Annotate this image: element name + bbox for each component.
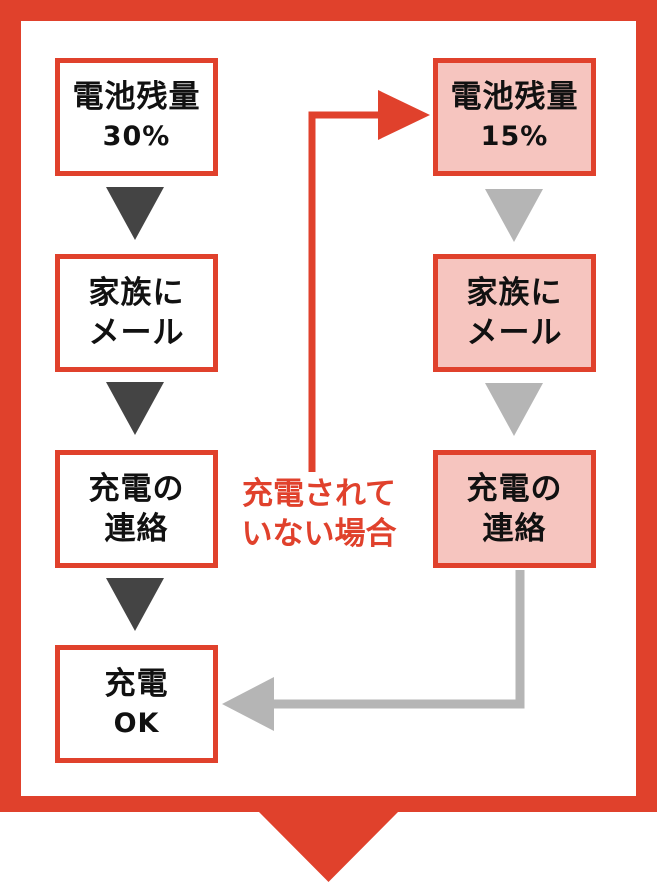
left-step-battery-label: 電池残量 xyxy=(72,79,201,115)
left-step-contact-line2: 連絡 xyxy=(104,511,169,547)
left-step-mail-line1: 家族に xyxy=(88,275,185,311)
down-arrow-dark-1 xyxy=(106,187,164,240)
left-step-contact-line1: 充電の xyxy=(88,471,185,507)
branch-label-line1: 充電されて xyxy=(241,476,397,512)
left-step-battery-value: 30% xyxy=(102,121,171,152)
branch-label-line2: いない場合 xyxy=(241,516,397,552)
right-step-mail-line1: 家族に xyxy=(466,275,563,311)
right-step-battery: 電池残量 15% xyxy=(433,58,596,176)
branch-connector-line xyxy=(308,111,382,472)
left-step-mail: 家族に メール xyxy=(55,254,218,372)
left-step-battery: 電池残量 30% xyxy=(55,58,218,176)
right-step-battery-value: 15% xyxy=(480,121,549,152)
right-step-mail: 家族に メール xyxy=(433,254,596,372)
right-step-battery-label: 電池残量 xyxy=(450,79,579,115)
down-arrow-light-2 xyxy=(485,383,543,436)
left-step-mail-line2: メール xyxy=(88,315,185,351)
left-step-charge-ok-line1: 充電 xyxy=(104,666,169,702)
branch-label: 充電されて いない場合 xyxy=(230,474,408,554)
down-arrow-dark-3 xyxy=(106,578,164,631)
right-step-contact-line2: 連絡 xyxy=(482,511,547,547)
right-step-contact: 充電の 連絡 xyxy=(433,450,596,568)
right-step-mail-line2: メール xyxy=(466,315,563,351)
down-arrow-light-1 xyxy=(485,189,543,242)
left-step-contact: 充電の 連絡 xyxy=(55,450,218,568)
return-connector-line xyxy=(270,570,525,709)
return-arrow-head xyxy=(222,677,274,731)
branch-arrow-head xyxy=(378,90,430,140)
right-step-contact-line1: 充電の xyxy=(466,471,563,507)
left-step-charge-ok: 充電 OK xyxy=(55,645,218,763)
down-arrow-dark-2 xyxy=(106,382,164,435)
left-step-charge-ok-line2: OK xyxy=(113,708,160,739)
